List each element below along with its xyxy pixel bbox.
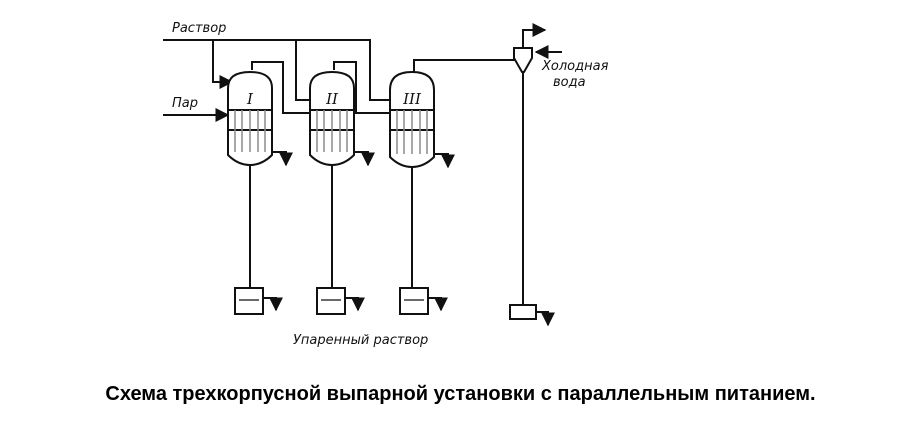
vessel-2-numeral: II	[325, 90, 339, 108]
vapor-line-3-condenser	[413, 52, 515, 72]
steam-label: Пар	[172, 96, 198, 111]
vessel-3-collector-outlet	[428, 297, 448, 312]
vessel-2-condensate-outlet	[354, 151, 375, 167]
vessel-2-collector	[316, 287, 346, 315]
vapor-line-1-2	[251, 61, 310, 114]
diagram-caption: Схема трехкорпусной выпарной установки с…	[105, 383, 816, 405]
evaporated-solution-label: Упаренный раствор	[293, 333, 428, 348]
solution-branch-1	[212, 40, 232, 83]
solution-branch-2	[295, 40, 312, 101]
vessel-1-numeral: I	[246, 90, 254, 108]
evaporator-scheme-diagram: Раствор Пар Холодная вода Упаренный раст…	[163, 21, 609, 348]
vessel-3-condensate-outlet	[434, 153, 455, 169]
vapor-line-2-3	[333, 61, 390, 114]
vessel-1-condensate-outlet	[272, 151, 293, 167]
condenser-top-pipe	[522, 23, 547, 48]
cold-water-label-line-1: Холодная	[541, 59, 609, 74]
vessel-3-collector	[399, 287, 429, 315]
vessel-1-collector-outlet	[263, 297, 283, 312]
condenser-tank	[509, 304, 537, 320]
condenser-body	[513, 47, 533, 73]
solution-feed-line	[163, 39, 371, 56]
vessel-2-collector-outlet	[345, 297, 365, 312]
vessel-1-collector	[234, 287, 264, 315]
condenser-tank-drain	[536, 311, 555, 327]
cold-water-label-line-2: вода	[553, 75, 586, 90]
solution-branch-3	[369, 56, 392, 101]
vessel-3-numeral: III	[402, 90, 422, 108]
solution-feed-label: Раствор	[172, 21, 226, 36]
